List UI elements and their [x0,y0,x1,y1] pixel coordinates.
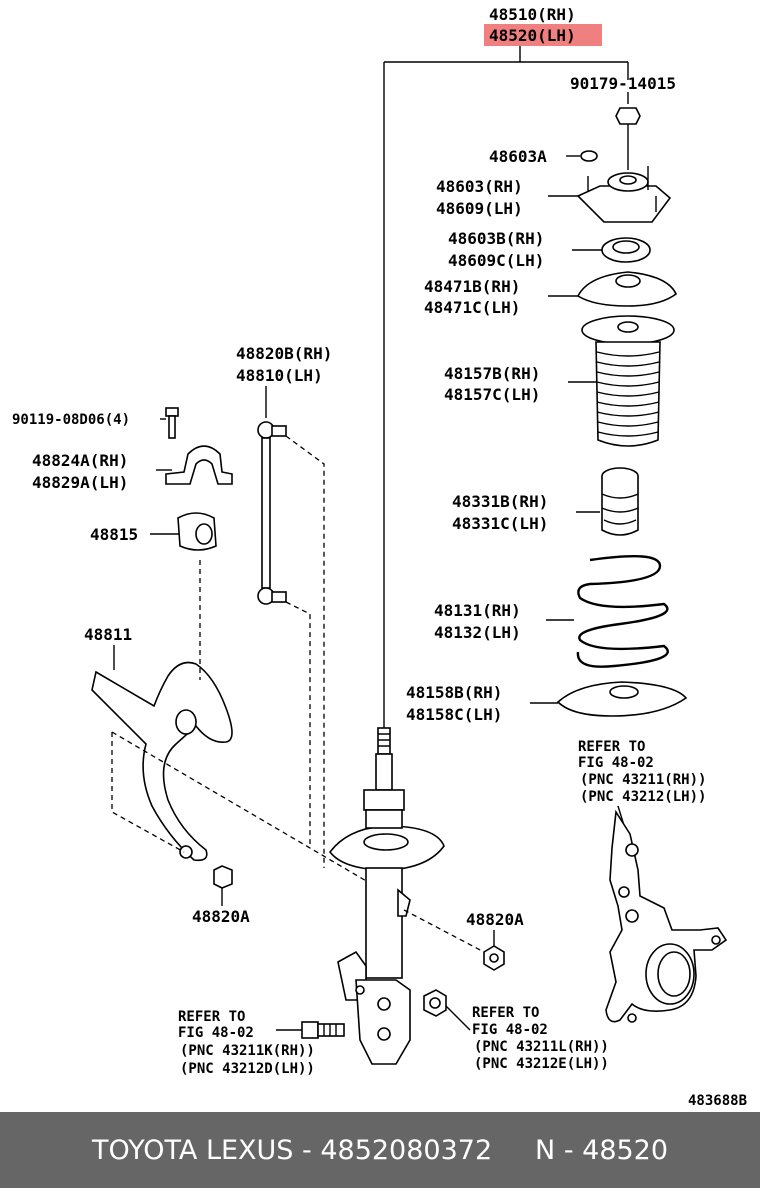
ref-knuckle-line2: FIG 48-02 [578,755,654,771]
strut-bolt-icon [301,1021,345,1039]
stabilizer-bushing-icon [177,512,217,551]
label-boot-lh: 48157C(LH) [444,385,540,404]
header-part-lh: 48520(LH) [489,26,576,45]
upper-spring-seat-icon [576,271,677,307]
label-seat-rh: 48471B(RH) [424,277,520,296]
label-spring-lh: 48132(LH) [434,623,521,642]
dashed-nut-line [403,909,485,953]
strut-nut-icon [423,989,447,1017]
label-bushing: 48815 [90,525,138,544]
ref-right-line1: REFER TO [472,1005,539,1021]
label-stabilizer-bar: 48811 [84,625,132,644]
label-link-rh: 48820B(RH) [236,344,332,363]
exploded-view-diagram: 48510(RH) 48520(LH) 90179-14015 48603A 4… [12,5,747,1109]
figure-id: 483688B [688,1093,747,1109]
label-bracket-rh: 48824A(RH) [32,451,128,470]
label-seat-lh: 48471C(LH) [424,298,520,317]
label-nut-top: 90179-14015 [570,74,676,93]
lower-insulator-icon [556,681,688,717]
nut-right-icon [483,945,505,971]
dashed-link-upper [285,435,325,868]
header-part-rh: 48510(RH) [489,5,576,24]
bump-stopper-icon [601,467,639,536]
dashed-bar-line [111,560,369,883]
ref-right-line4: (PNC 43212E(LH)) [474,1056,609,1072]
bushing-bracket-icon [165,445,233,485]
bolt-small-icon [165,407,179,439]
footer-bar: TOYOTA LEXUS - 4852080372 N - 48520 [0,1112,760,1188]
label-mount-lh: 48609(LH) [436,199,523,218]
ref-left-line3: (PNC 43211K(RH)) [180,1043,315,1059]
dust-boot-icon [581,315,675,447]
footer-text: TOYOTA LEXUS - 4852080372 N - 48520 [91,1134,669,1166]
upper-mount-icon [576,166,672,223]
ref-knuckle-line1: REFER TO [578,739,645,755]
coil-spring-icon [576,554,669,668]
label-bolt: 90119-08D06(4) [12,412,130,428]
label-nut-right: 48820A [466,910,524,929]
label-bumper-lh: 48331C(LH) [452,514,548,533]
label-bearing-lh: 48609C(LH) [448,251,544,270]
label-link-lh: 48810(LH) [236,366,323,385]
label-48603a: 48603A [489,147,547,166]
label-bracket-lh: 48829A(LH) [32,473,128,492]
ref-left-line1: REFER TO [178,1009,245,1025]
stabilizer-link-icon [257,421,287,605]
label-boot-rh: 48157B(RH) [444,364,540,383]
nut-left-icon [213,865,233,889]
assembly-bracket-line [383,46,629,732]
cap-icon [580,150,598,162]
flange-nut-icon [615,107,641,170]
header-highlight [484,24,602,46]
ref-right-line2: FIG 48-02 [472,1022,548,1038]
label-bearing-rh: 48603B(RH) [448,229,544,248]
ref-left-line2: FIG 48-02 [178,1025,254,1041]
dashed-link-lower [285,601,311,844]
ref-right-line3: (PNC 43211L(RH)) [474,1039,609,1055]
bearing-icon [601,237,651,263]
label-bumper-rh: 48331B(RH) [452,492,548,511]
leader-ref-right [445,1005,471,1031]
label-nut-left: 48820A [192,907,250,926]
label-spring-rh: 48131(RH) [434,601,521,620]
steering-knuckle-icon [605,809,728,1023]
label-mount-rh: 48603(RH) [436,177,523,196]
ref-left-line4: (PNC 43212D(LH)) [180,1061,315,1077]
label-insulator-lh: 48158C(LH) [406,705,502,724]
label-insulator-rh: 48158B(RH) [406,683,502,702]
ref-knuckle-line4: (PNC 43212(LH)) [580,789,706,805]
shock-absorber-icon [328,727,445,1065]
ref-knuckle-line3: (PNC 43211(RH)) [580,772,706,788]
